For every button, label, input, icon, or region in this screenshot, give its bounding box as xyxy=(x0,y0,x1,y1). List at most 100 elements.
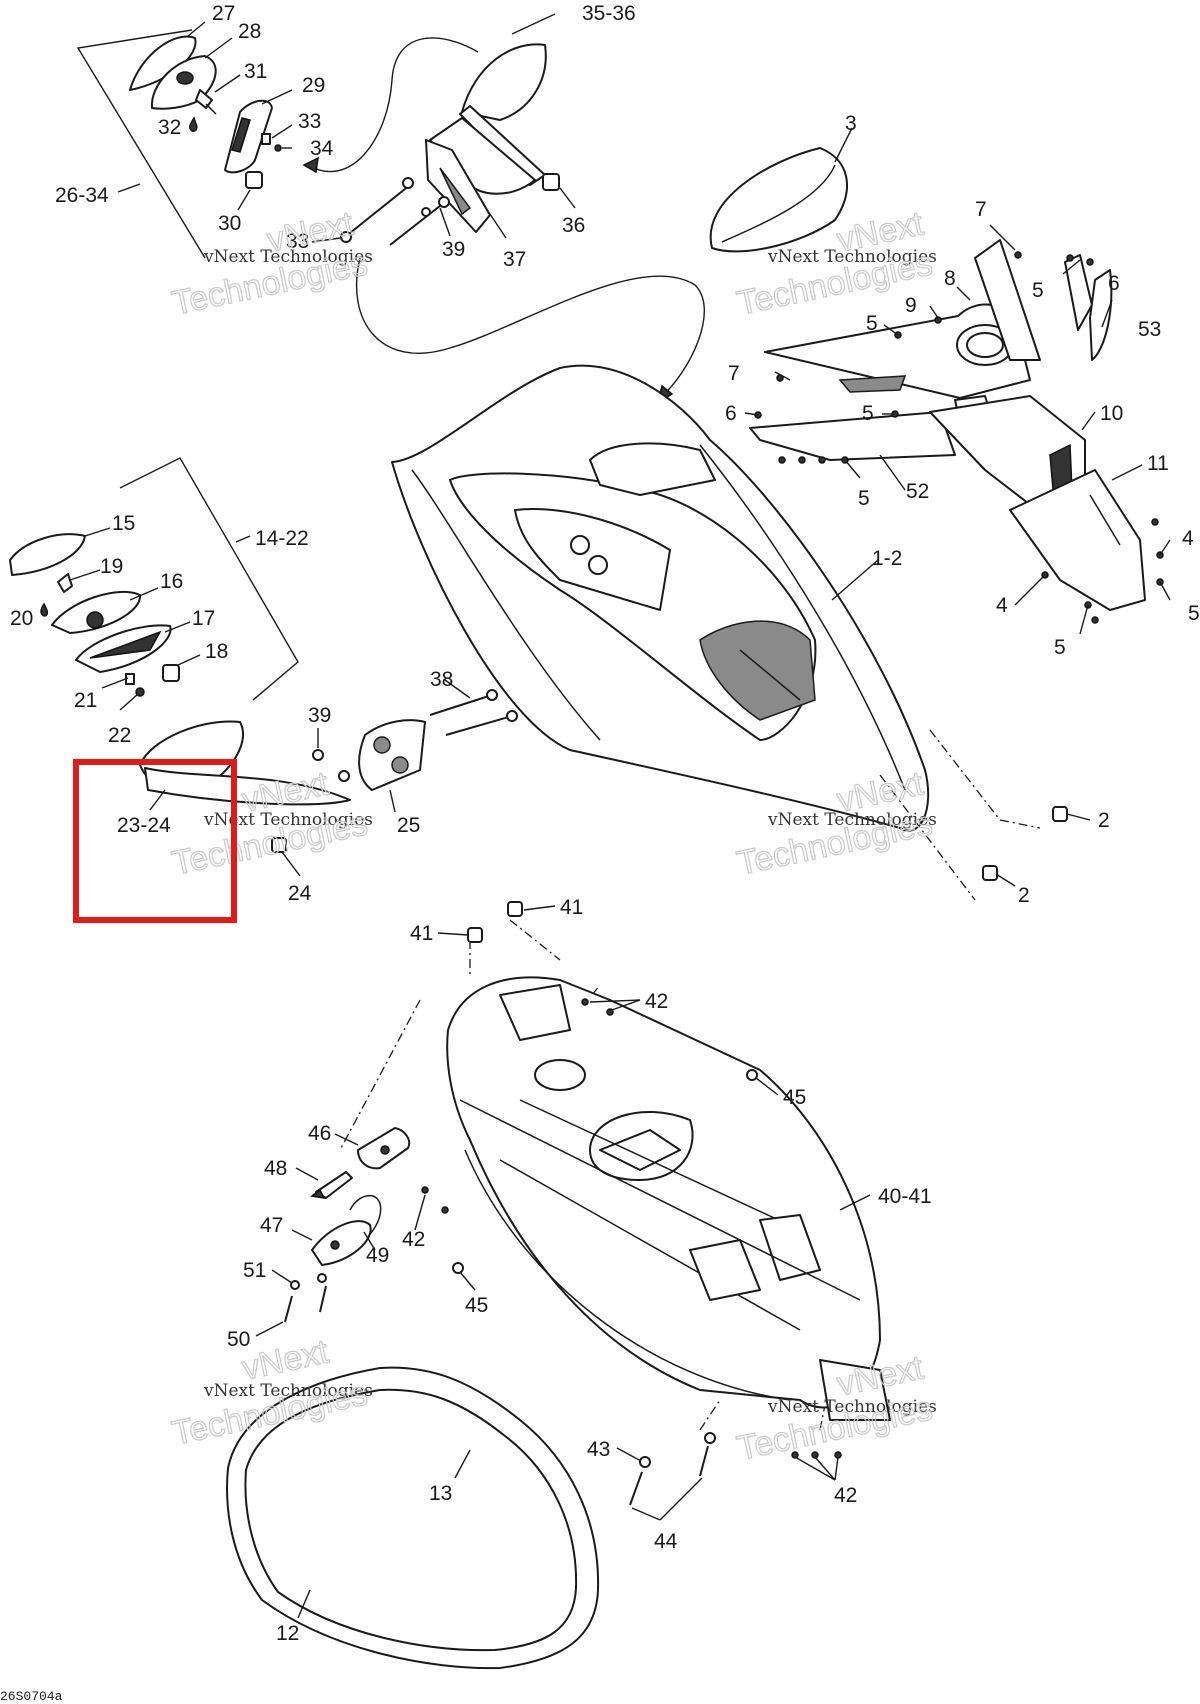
screw-31 xyxy=(195,89,217,115)
callout-40-41: 40-41 xyxy=(878,1185,932,1208)
spring-33 xyxy=(261,133,271,145)
washer-43 xyxy=(639,1432,716,1468)
callout-30: 30 xyxy=(218,212,241,235)
callout-16: 16 xyxy=(160,570,183,593)
callout-39: 39 xyxy=(308,704,331,727)
assembly-line-hull-2b xyxy=(879,774,976,901)
callout-13: 13 xyxy=(429,1482,452,1505)
svg-text:vNext Technologies: vNext Technologies xyxy=(203,247,373,267)
panel-with-light-8-9 xyxy=(764,303,1031,415)
callout-48: 48 xyxy=(264,1157,287,1180)
drop-icon-32 xyxy=(189,116,198,132)
callout-35-36: 35-36 xyxy=(582,2,636,25)
callout-23-24: 23-24 xyxy=(117,814,171,837)
mirror-base-16 xyxy=(51,590,142,634)
callout-17: 17 xyxy=(192,607,215,630)
callout-7-upper: 7 xyxy=(975,198,987,221)
callout-14-22: 14-22 xyxy=(255,527,309,550)
callout-20: 20 xyxy=(10,607,33,630)
callout-22: 22 xyxy=(108,724,131,747)
callout-53: 53 xyxy=(1138,318,1161,341)
callout-12: 12 xyxy=(276,1622,299,1645)
callout-26-34: 26-34 xyxy=(55,184,109,207)
decal-52 xyxy=(749,411,956,461)
callout-28: 28 xyxy=(238,20,261,43)
callout-15: 15 xyxy=(112,512,135,535)
latch-lever-48 xyxy=(310,1171,353,1199)
callout-43: 43 xyxy=(587,1438,610,1461)
bolts-38-side xyxy=(429,689,518,736)
callout-31: 31 xyxy=(244,60,267,83)
callout-10: 10 xyxy=(1100,402,1123,425)
callout-42-top: 42 xyxy=(645,990,668,1013)
svg-text:vNext: vNext xyxy=(239,1332,332,1387)
callout-51: 51 xyxy=(243,1259,266,1282)
callout-24: 24 xyxy=(288,882,312,905)
decal-11 xyxy=(1009,469,1146,611)
arrow-head-top xyxy=(302,156,319,174)
callout-5-mid: 5 xyxy=(866,312,878,335)
decal-7-upper xyxy=(974,239,1041,361)
callout-6: 6 xyxy=(725,402,737,425)
assembly-curve xyxy=(355,257,705,399)
washer-39-side xyxy=(312,749,350,782)
callout-34: 34 xyxy=(310,137,334,160)
washer-39 xyxy=(402,177,450,217)
svg-text:vNext Technologies: vNext Technologies xyxy=(203,810,373,830)
callout-37: 37 xyxy=(503,248,526,271)
callout-6-upper: 6 xyxy=(1108,272,1120,295)
callout-9: 9 xyxy=(905,294,917,317)
nut-18 xyxy=(162,664,180,682)
callout-2: 2 xyxy=(1018,884,1030,907)
assembly-line-left xyxy=(339,999,421,1151)
callout-47: 47 xyxy=(260,1214,283,1237)
callout-52: 52 xyxy=(906,480,929,503)
callout-41: 41 xyxy=(410,922,433,945)
callout-36: 36 xyxy=(562,214,585,237)
callout-32: 32 xyxy=(158,116,181,139)
nut-30 xyxy=(245,171,263,189)
callout-4: 4 xyxy=(996,594,1008,617)
callout-38: 38 xyxy=(430,668,453,691)
callout-29: 29 xyxy=(302,74,325,97)
callout-46: 46 xyxy=(308,1122,331,1145)
watermark-top-left: vNext Technologies Technologies vNext xyxy=(168,204,373,324)
mirror-23-24 xyxy=(139,720,351,806)
callout-18: 18 xyxy=(205,640,228,663)
group-bracket-14-22 xyxy=(119,457,299,701)
callout-1-2: 1-2 xyxy=(872,547,902,570)
nuts-41 xyxy=(467,901,523,943)
callout-5-lower: 5 xyxy=(858,487,870,510)
callout-45-top: 45 xyxy=(783,1086,806,1109)
callout-labels: 27 28 31 29 32 33 34 26-34 30 33 39 37 3… xyxy=(10,2,1200,1645)
nut-2 xyxy=(982,806,1068,881)
callout-leaders xyxy=(69,13,1171,1619)
svg-text:vNext Technologies: vNext Technologies xyxy=(767,810,937,830)
callout-5-right: 5 xyxy=(1188,602,1200,625)
screw-19 xyxy=(57,573,73,593)
svg-text:vNext Technologies: vNext Technologies xyxy=(767,247,937,267)
callout-19: 19 xyxy=(100,555,123,578)
bracket-6-53 xyxy=(1064,254,1113,361)
callout-33: 33 xyxy=(286,230,309,253)
gasket-12-13 xyxy=(226,1366,600,1670)
bolts-38 xyxy=(340,184,446,246)
nut-34 xyxy=(274,144,282,152)
callout-49: 49 xyxy=(366,1244,389,1267)
drop-icon-20 xyxy=(40,602,49,617)
callout-3: 3 xyxy=(845,112,857,135)
latch-body-47 xyxy=(311,1220,372,1266)
group-bracket-26-34 xyxy=(76,29,206,259)
svg-text:vNext Technologies: vNext Technologies xyxy=(203,1381,373,1401)
callout-7: 7 xyxy=(728,362,740,385)
callout-41-right: 41 xyxy=(560,896,583,919)
callout-39-top: 39 xyxy=(442,238,465,261)
hull-1-2 xyxy=(391,364,930,832)
washers-51 xyxy=(290,1273,327,1290)
callout-2-right: 2 xyxy=(1098,809,1110,832)
callout-25: 25 xyxy=(397,814,420,837)
callout-21: 21 xyxy=(74,689,97,712)
callout-42-left: 42 xyxy=(402,1228,425,1251)
mirror-35-36 xyxy=(429,43,547,195)
